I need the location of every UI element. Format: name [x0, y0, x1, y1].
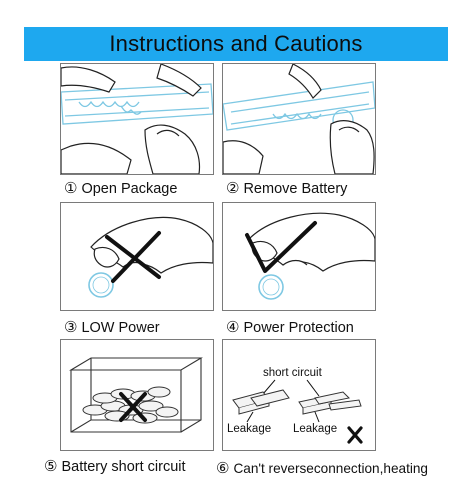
step-3-number: ③: [64, 318, 78, 336]
cross-mark-icon: [105, 231, 161, 283]
panel-battery-short-circuit: [60, 339, 214, 451]
low-power-illustration: [88, 216, 213, 298]
step-6-number: ⑥: [216, 459, 230, 477]
step-2-number: ②: [226, 179, 240, 197]
step-1-label: Open Package: [81, 181, 178, 197]
step-4-number: ④: [226, 318, 240, 336]
battery-coin: [88, 272, 114, 298]
power-protection-illustration: [245, 212, 375, 300]
cross-mark-icon: [119, 392, 147, 422]
page-title: Instructions and Cautions: [109, 31, 363, 56]
step-5-label: Battery short circuit: [61, 459, 186, 475]
panel-remove-battery: [222, 63, 376, 175]
battery-box-illustration: [69, 357, 203, 433]
step-2-label: Remove Battery: [243, 181, 348, 197]
cross-mark-icon: [347, 426, 363, 444]
open-package-illustration: [61, 64, 213, 174]
stacked-batteries-illustration: short circuit Leakage Leakage: [227, 367, 363, 444]
step-1-number: ①: [64, 179, 78, 197]
step-6-label: Can't reverseconnection,heating: [233, 461, 428, 476]
step-4-label: Power Protection: [243, 320, 354, 336]
leakage-right-label: Leakage: [293, 423, 337, 435]
panel-open-package: [60, 63, 214, 175]
short-circuit-label: short circuit: [263, 367, 323, 379]
check-mark-icon: [245, 221, 317, 273]
panel-reverse-connection: short circuit Leakage Leakage: [222, 339, 376, 451]
leakage-left-label: Leakage: [227, 423, 271, 435]
step-5-number: ⑤: [44, 457, 58, 475]
panel-power-protection: [222, 202, 376, 311]
panel-low-power: [60, 202, 214, 311]
remove-battery-illustration: [223, 64, 375, 174]
header-banner: Instructions and Cautions: [24, 27, 448, 61]
battery-coin: [258, 274, 284, 300]
step-3-label: LOW Power: [81, 320, 160, 336]
